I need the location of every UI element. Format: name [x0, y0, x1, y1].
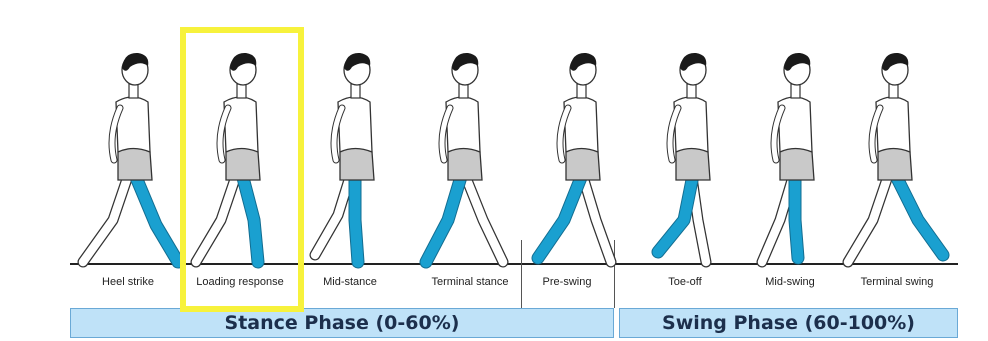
walking-figure — [300, 40, 410, 270]
figure-mid-stance — [300, 40, 410, 270]
swing-phase-bar: Swing Phase (60-100%) — [619, 308, 958, 338]
label-terminal-swing: Terminal swing — [842, 275, 952, 289]
shorts — [340, 149, 374, 181]
neck — [351, 84, 360, 98]
highlighted-leg — [133, 170, 178, 262]
figure-terminal-stance — [408, 40, 518, 270]
shorts — [118, 149, 152, 181]
neck — [577, 84, 586, 98]
figure-heel-strike — [78, 40, 188, 270]
highlighted-leg — [538, 170, 584, 258]
stance-leg — [581, 170, 611, 262]
stance-swing-divider — [521, 240, 522, 308]
highlight-box — [180, 27, 304, 312]
highlighted-leg — [355, 170, 358, 262]
highlighted-leg — [795, 170, 798, 258]
shorts — [878, 149, 912, 181]
highlighted-leg — [426, 170, 463, 262]
figure-terminal-swing — [838, 40, 948, 270]
shorts — [780, 149, 814, 181]
swing-phase-label: Swing Phase (60-100%) — [662, 312, 915, 334]
neck — [129, 84, 138, 98]
walking-figure — [740, 40, 850, 270]
neck — [791, 84, 800, 98]
stance-phase-label: Stance Phase (0-60%) — [225, 312, 460, 334]
figure-toe-off — [636, 40, 746, 270]
walking-figure — [838, 40, 948, 270]
walking-figure — [526, 40, 636, 270]
walking-figure — [636, 40, 746, 270]
shorts — [566, 149, 600, 181]
neck — [687, 84, 696, 98]
neck — [889, 84, 898, 98]
label-mid-stance: Mid-stance — [295, 275, 405, 289]
neck — [459, 84, 468, 98]
label-heel-strike: Heel strike — [73, 275, 183, 289]
stance-phase-bar: Stance Phase (0-60%) — [70, 308, 614, 338]
label-pre-swing: Pre-swing — [512, 275, 622, 289]
figure-pre-swing — [526, 40, 636, 270]
figure-mid-swing — [740, 40, 850, 270]
stance-leg — [463, 170, 503, 262]
label-toe-off: Toe-off — [630, 275, 740, 289]
label-mid-swing: Mid-swing — [735, 275, 845, 289]
stance-leg — [83, 170, 130, 262]
walking-figure — [78, 40, 188, 270]
highlighted-leg — [893, 170, 943, 255]
shorts — [676, 149, 710, 181]
walking-figure — [408, 40, 518, 270]
shorts — [448, 149, 482, 181]
